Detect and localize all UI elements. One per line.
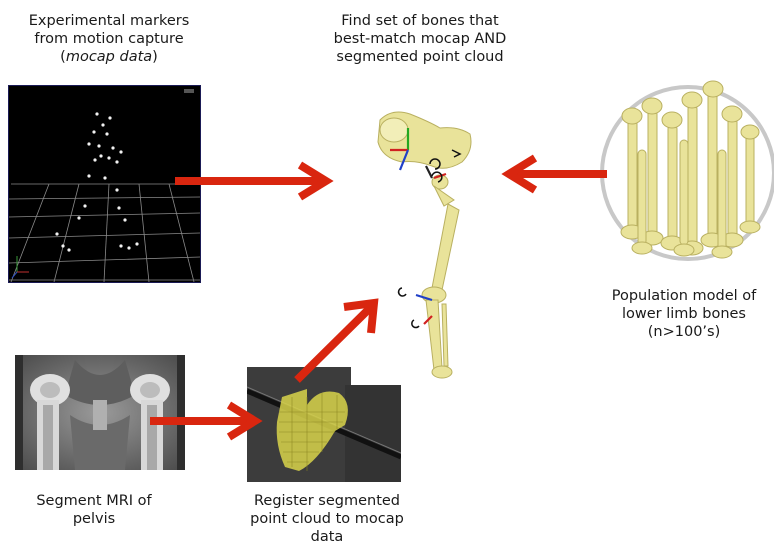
arrow-mocap-to-bones xyxy=(175,165,326,197)
arrow-registration-to-bones xyxy=(297,303,374,380)
arrow-mri-to-registration xyxy=(150,405,255,437)
arrow-population-to-bones xyxy=(509,158,607,190)
